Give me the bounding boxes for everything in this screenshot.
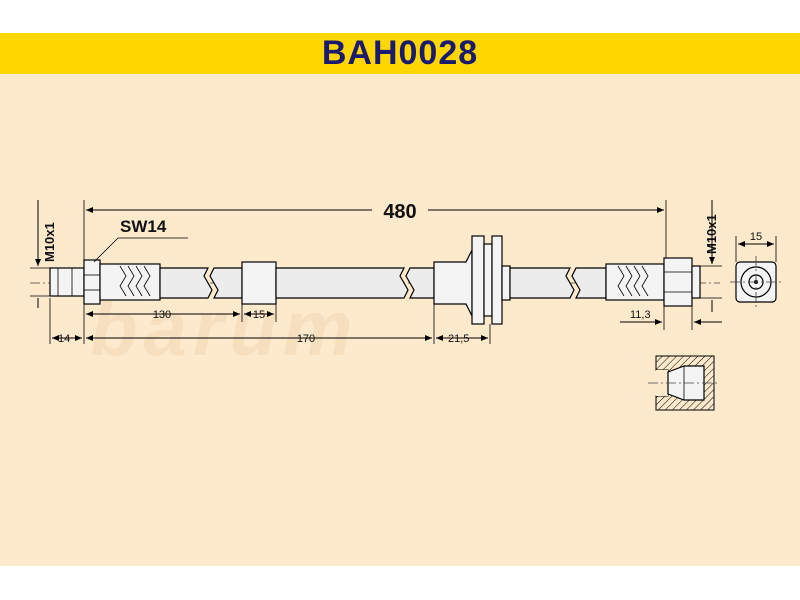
svg-text:M10x1: M10x1 [42, 222, 57, 262]
hose-segment-4 [405, 267, 435, 299]
dimension-480: 480 [83, 200, 667, 262]
title-bar: BAH0028 [0, 33, 800, 74]
hose-drawing-svg: barum [30, 200, 782, 411]
dimension-130: 130 [83, 304, 243, 322]
part-number-title: BAH0028 [321, 34, 479, 72]
left-thread-dimension: M10x1 [30, 200, 57, 308]
rubber-grommet [433, 235, 511, 325]
svg-text:21,5: 21,5 [448, 333, 469, 345]
svg-text:15: 15 [253, 309, 265, 321]
svg-text:130: 130 [153, 309, 171, 321]
dimension-21-5: 21,5 [436, 324, 491, 345]
hose-segment-1 [159, 267, 213, 299]
technical-drawing: barum [0, 74, 800, 566]
end-view: 15 [730, 231, 782, 308]
hose-segment-6 [571, 267, 607, 299]
hose-clip [241, 261, 277, 305]
right-fitting [605, 257, 701, 307]
dimension-15-clip: 15 [244, 304, 277, 322]
hose-segment-5 [509, 267, 575, 299]
dimension-14: 14 [49, 298, 85, 345]
dimension-170: 170 [86, 304, 435, 345]
section-detail [648, 355, 718, 411]
svg-text:11,3: 11,3 [630, 309, 651, 321]
svg-text:SW14: SW14 [120, 217, 167, 236]
hose-segment-3 [275, 267, 409, 299]
svg-text:170: 170 [297, 333, 315, 345]
wrench-size-label: SW14 [93, 217, 188, 263]
right-thread-dimension: M10x1 [700, 200, 722, 312]
dimension-11-3: 11,3 [620, 306, 722, 330]
svg-text:480: 480 [383, 201, 416, 223]
left-fitting [49, 259, 161, 305]
svg-text:15: 15 [750, 231, 762, 243]
svg-text:14: 14 [58, 333, 70, 345]
